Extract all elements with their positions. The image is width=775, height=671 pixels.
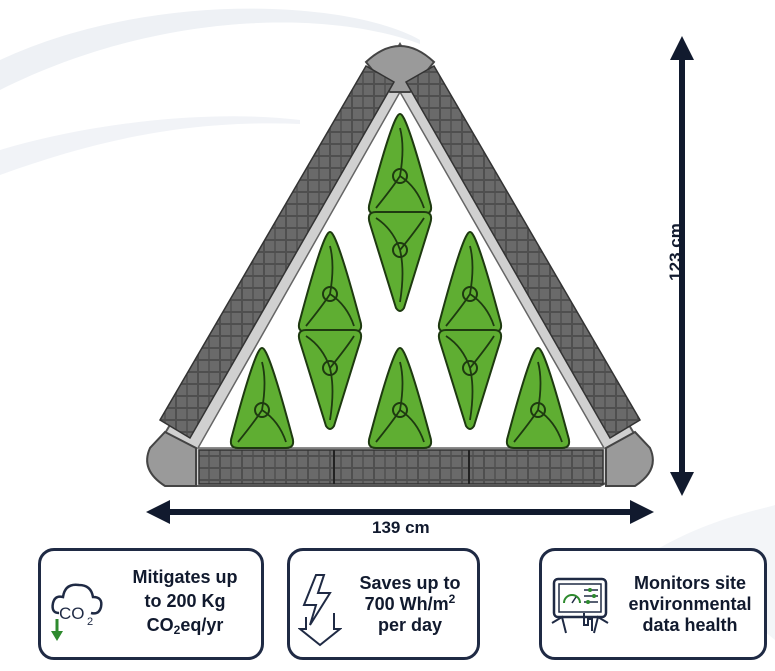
green-panel	[229, 346, 295, 449]
width-arrow	[146, 500, 654, 524]
co2-line-1: Mitigates up	[132, 567, 238, 587]
energy-line-2: 700 Wh/m2	[364, 592, 456, 614]
panel-vein	[329, 335, 355, 369]
panel-hub	[392, 242, 408, 258]
monitor-line-1: Monitors site	[633, 573, 746, 593]
panel-vein	[469, 293, 495, 327]
panel-vein	[329, 293, 355, 327]
panel-vein	[375, 409, 401, 443]
green-panel	[367, 211, 433, 312]
height-dimension-label: 123 cm	[666, 223, 685, 281]
co2-mitigation-card: CO 2 Mitigates up to 200 Kg CO2eq/yr	[38, 548, 264, 660]
cloud-co2-icon: CO 2	[51, 583, 103, 641]
panel-hub	[322, 286, 338, 302]
panel-vein	[399, 127, 404, 177]
monitoring-card: Monitors site environmental data health	[539, 548, 767, 660]
tablet-dashboard-icon	[551, 577, 609, 634]
icon-co2-text: CO	[59, 604, 85, 623]
panel-hub	[462, 286, 478, 302]
panel-vein	[305, 335, 331, 369]
panel-vein	[469, 367, 474, 421]
panel-hub	[530, 402, 546, 418]
panel-vein	[445, 335, 471, 369]
panel-vein	[375, 175, 401, 209]
panel-vein	[513, 409, 539, 443]
monitor-card-text: Monitors site environmental data health	[614, 573, 766, 636]
panel-vein	[399, 217, 425, 251]
panel-vein	[329, 367, 334, 421]
panel-vein	[399, 249, 404, 303]
solar-strip-bottom	[198, 449, 604, 485]
co2-card-text: Mitigates up to 200 Kg CO2eq/yr	[105, 565, 265, 637]
panel-vein	[399, 409, 425, 443]
width-dimension-label: 139 cm	[372, 518, 430, 537]
panel-hub	[254, 402, 270, 418]
panel-vein	[375, 217, 401, 251]
co2-line-3: CO2eq/yr	[146, 615, 224, 637]
lightning-down-arrow-icon	[298, 574, 342, 647]
energy-card-text: Saves up to 700 Wh/m2 per day	[342, 573, 478, 636]
panel-vein	[445, 293, 471, 327]
energy-line-1: Saves up to	[359, 573, 461, 593]
green-panel	[367, 346, 433, 449]
height-arrow	[670, 36, 694, 496]
panel-hub	[392, 402, 408, 418]
panel-hub	[392, 168, 408, 184]
green-panel	[437, 329, 503, 430]
panel-hub	[322, 360, 338, 376]
co2-line-2: to 200 Kg	[144, 591, 226, 611]
panel-vein	[261, 409, 287, 443]
panel-vein	[537, 361, 542, 411]
corner-cap-right	[605, 430, 654, 487]
panel-vein	[329, 245, 334, 295]
panel-vein	[537, 409, 563, 443]
green-panel-grid	[229, 112, 571, 449]
solar-strip-left	[158, 64, 396, 440]
panel-hub	[462, 360, 478, 376]
panel-vein	[469, 335, 495, 369]
green-panel	[505, 346, 571, 449]
monitor-line-2: environmental	[628, 594, 752, 614]
panel-vein	[469, 245, 474, 295]
panel-vein	[399, 361, 404, 411]
panel-vein	[399, 175, 425, 209]
panel-vein	[237, 409, 263, 443]
icon-co2-subscript: 2	[87, 616, 93, 628]
energy-line-3: per day	[377, 615, 443, 635]
solar-strip-right	[404, 64, 642, 440]
green-panel	[297, 329, 363, 430]
panel-vein	[305, 293, 331, 327]
panel-vein	[261, 361, 266, 411]
corner-cap-left	[146, 430, 197, 487]
monitor-line-3: data health	[642, 615, 738, 635]
energy-savings-card: Saves up to 700 Wh/m2 per day	[287, 548, 480, 660]
